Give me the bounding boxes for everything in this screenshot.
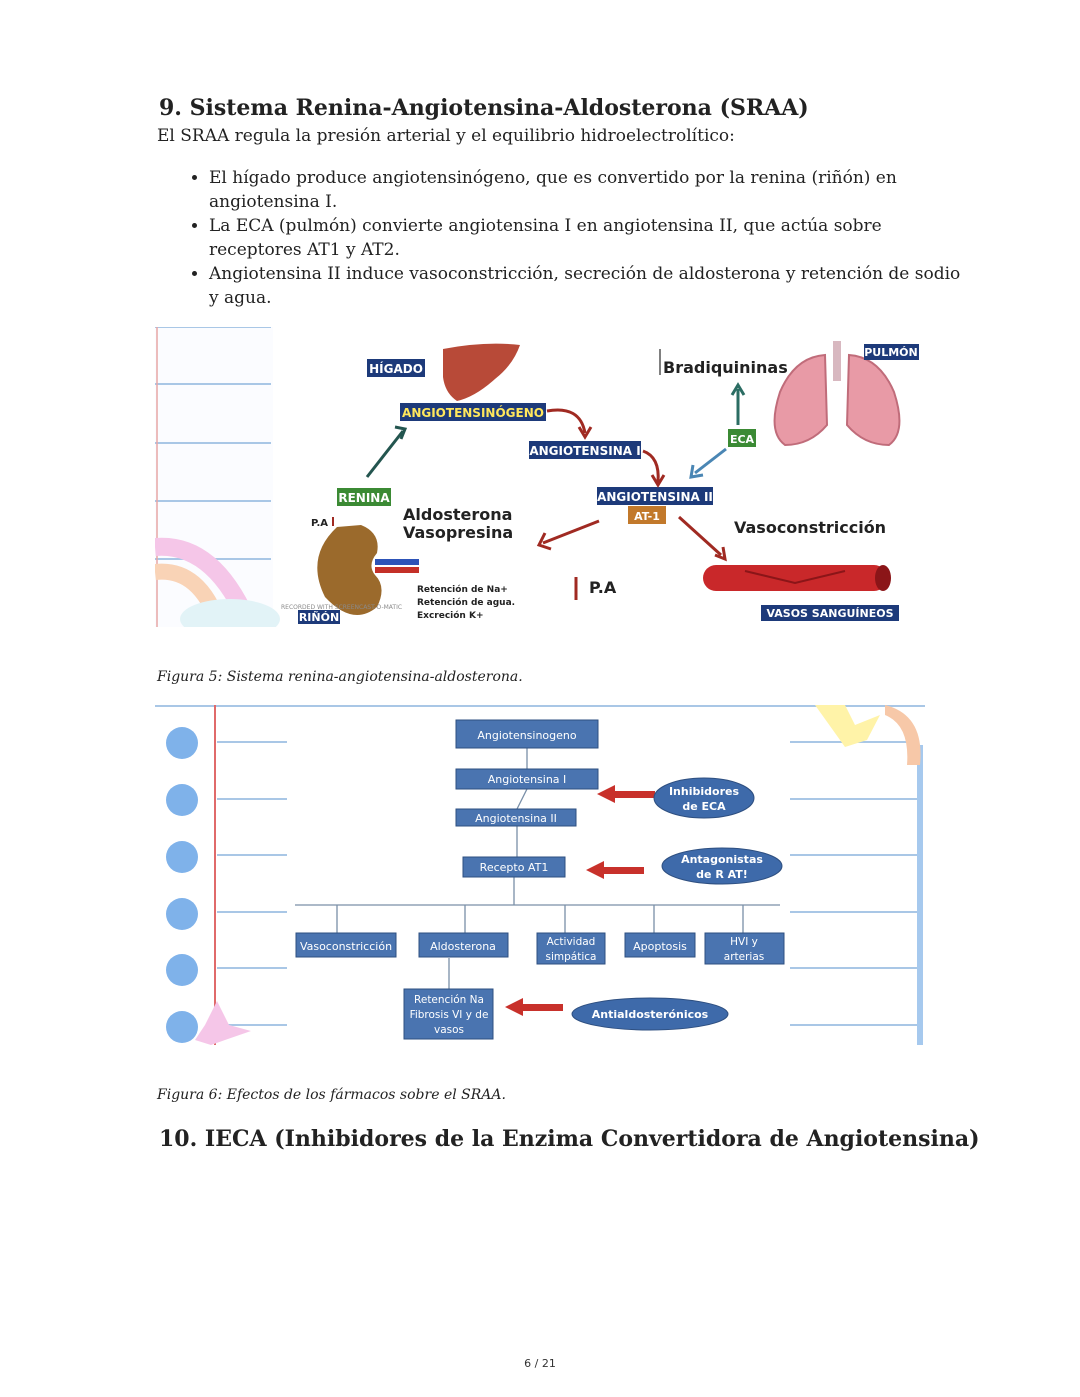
box-vasoconstriccion: Vasoconstricción: [300, 940, 392, 953]
label-retencion-agua: Retención de agua.: [417, 597, 515, 608]
label-pa-up: P.A: [589, 578, 617, 597]
drug-ieca-line1: Inhibidores: [669, 785, 739, 798]
bullet-item: La ECA (pulmón) convierte angiotensina I…: [209, 214, 969, 262]
label-renina: RENINA: [338, 491, 390, 505]
label-angiotensina-ii: ANGIOTENSINA II: [597, 490, 713, 504]
section-9-heading: 9. Sistema Renina-Angiotensina-Aldostero…: [159, 95, 809, 121]
label-rinon: RIÑÓN: [299, 611, 339, 624]
label-vasopresina: Vasopresina: [403, 523, 513, 542]
drug-oval: Antialdosterónicos: [571, 997, 729, 1031]
kidney-illustration: [317, 525, 382, 615]
blood-vessel-illustration: [703, 565, 891, 591]
notebook-decoration: [155, 327, 280, 627]
bullet-item: El hígado produce angiotensinógeno, que …: [209, 166, 969, 214]
box-retencion-line3: vasos: [434, 1024, 464, 1036]
figure-5-raas-diagram: HÍGADO ANGIOTENSINÓGENO ANGIOTENSINA I A…: [155, 327, 925, 627]
label-box: [367, 359, 425, 377]
box-apoptosis: Apoptosis: [633, 940, 687, 953]
flow-box: Vasoconstricción: [295, 932, 397, 958]
box-hvi-line1: HVI y: [730, 936, 758, 948]
flow-connectors: [295, 748, 780, 989]
flow-arrows: [365, 349, 746, 600]
flow-box: Angiotensina II: [455, 808, 577, 827]
label-box: [628, 506, 666, 524]
page-number: 6 / 21: [524, 1357, 556, 1370]
box-angiotensina-ii: Angiotensina II: [475, 812, 557, 825]
drug-oval: Antagonistas de R AT!: [661, 847, 783, 885]
watermark: RECORDED WITH SCREENCAST-O-MATIC: [281, 604, 402, 611]
flow-box: Recepto AT1: [462, 856, 566, 878]
label-higado: HÍGADO: [369, 361, 423, 376]
figure-5-caption: Figura 5: Sistema renina-angiotensina-al…: [157, 669, 523, 685]
box-actividad-line2: simpática: [546, 951, 597, 963]
flow-box: Actividad simpática: [536, 932, 606, 965]
label-box: [597, 487, 713, 505]
drug-ara-line1: Antagonistas: [681, 853, 763, 866]
box-retencion-line1: Retención Na: [414, 994, 484, 1006]
box-angiotensinogeno: Angiotensinogeno: [477, 729, 577, 742]
notebook-decoration: [155, 705, 925, 1045]
label-eca: ECA: [730, 433, 755, 446]
box-receptor-at1: Recepto AT1: [480, 861, 549, 874]
label-box: [728, 429, 756, 447]
label-at1: AT-1: [634, 510, 660, 523]
box-angiotensina-i: Angiotensina I: [488, 773, 567, 786]
bullet-item: Angiotensina II induce vasoconstricción,…: [209, 262, 969, 310]
box-retencion-line2: Fibrosis VI y de: [410, 1009, 489, 1021]
label-box: [529, 441, 641, 459]
vessel-red: [375, 567, 419, 573]
label-pulmon: PULMÓN: [864, 346, 918, 359]
flow-box: Aldosterona: [418, 932, 509, 958]
label-bradiquininas: Bradiquininas: [663, 358, 788, 377]
label-box: [400, 403, 546, 421]
drug-ieca-line2: de ECA: [682, 800, 726, 813]
label-angiotensinogeno: ANGIOTENSINÓGENO: [402, 405, 544, 420]
figure-5-svg: HÍGADO ANGIOTENSINÓGENO ANGIOTENSINA I A…: [155, 327, 925, 627]
figure-6-svg: Angiotensinogeno Angiotensina I Angioten…: [155, 705, 925, 1045]
drug-oval: Inhibidores de ECA: [653, 777, 755, 819]
label-box: [864, 344, 919, 360]
label-box: [761, 605, 899, 621]
lungs-illustration: [773, 341, 901, 447]
drug-antialdosteronicos: Antialdosterónicos: [592, 1008, 709, 1021]
label-pa-down: P.A: [311, 518, 328, 529]
flow-box: Angiotensinogeno: [455, 719, 599, 749]
vessel-blue: [375, 559, 419, 565]
box-aldosterona: Aldosterona: [430, 940, 496, 953]
label-angiotensina-i: ANGIOTENSINA I: [529, 444, 640, 458]
label-box: [337, 488, 391, 506]
flow-box: Apoptosis: [624, 932, 696, 958]
figure-6-caption: Figura 6: Efectos de los fármacos sobre …: [157, 1087, 506, 1103]
liver-illustration: [443, 343, 520, 401]
label-box: [298, 610, 340, 624]
box-hvi-line2: arterias: [724, 951, 764, 963]
red-arrow-icon: [505, 785, 655, 1016]
label-vasos-sanguineos: VASOS SANGUÍNEOS: [767, 607, 894, 620]
drug-ara-line2: de R AT!: [696, 868, 748, 881]
label-aldosterona: Aldosterona: [403, 505, 512, 524]
section-10-heading: 10. IECA (Inhibidores de la Enzima Conve…: [159, 1126, 980, 1152]
figure-6-drug-effects-diagram: Angiotensinogeno Angiotensina I Angioten…: [155, 705, 925, 1045]
section-9-bullet-list: El hígado produce angiotensinógeno, que …: [157, 166, 969, 310]
flow-box: Angiotensina I: [455, 768, 599, 790]
section-9-intro: El SRAA regula la presión arterial y el …: [157, 126, 735, 146]
flow-box: HVI y arterias: [704, 932, 785, 965]
label-vasoconstriccion: Vasoconstricción: [734, 518, 886, 537]
label-retencion-na: Retención de Na+: [417, 584, 508, 595]
flow-box: Retención Na Fibrosis VI y de vasos: [403, 988, 494, 1040]
box-actividad-line1: Actividad: [547, 936, 596, 948]
label-excrecion-k: Excreción K+: [417, 610, 484, 621]
